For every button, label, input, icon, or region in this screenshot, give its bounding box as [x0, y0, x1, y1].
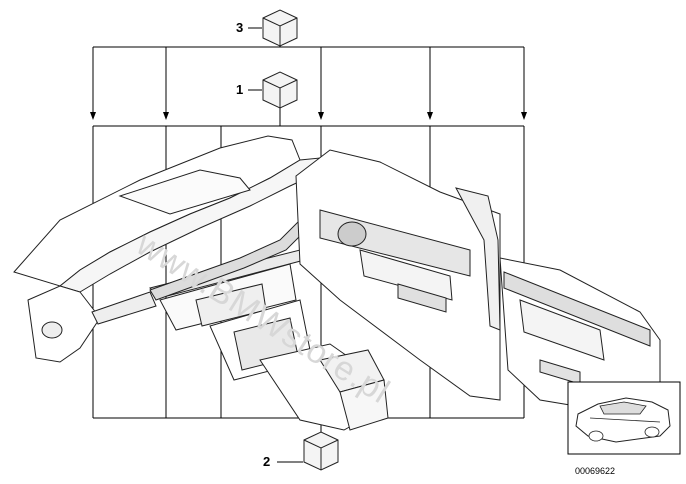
callout-label-1: 1: [236, 82, 244, 97]
top-distribution-bracket: [92, 46, 525, 118]
dashboard-drawing: [13, 135, 389, 431]
part-1-cube-icon[interactable]: [262, 71, 298, 109]
diagram-reference-code: 00069622: [575, 466, 616, 476]
vehicle-thumbnail: [567, 381, 681, 455]
front-door-drawing: [295, 149, 501, 401]
top-bracket-arrowheads: [90, 112, 527, 120]
callout-label-2: 2: [263, 454, 271, 469]
callout-label-3: 3: [236, 20, 244, 35]
part-2-cube-icon[interactable]: [303, 431, 339, 471]
callout-leaders: [248, 27, 303, 463]
rear-door-drawing: [499, 257, 661, 411]
part-3-cube-icon[interactable]: [262, 9, 298, 47]
